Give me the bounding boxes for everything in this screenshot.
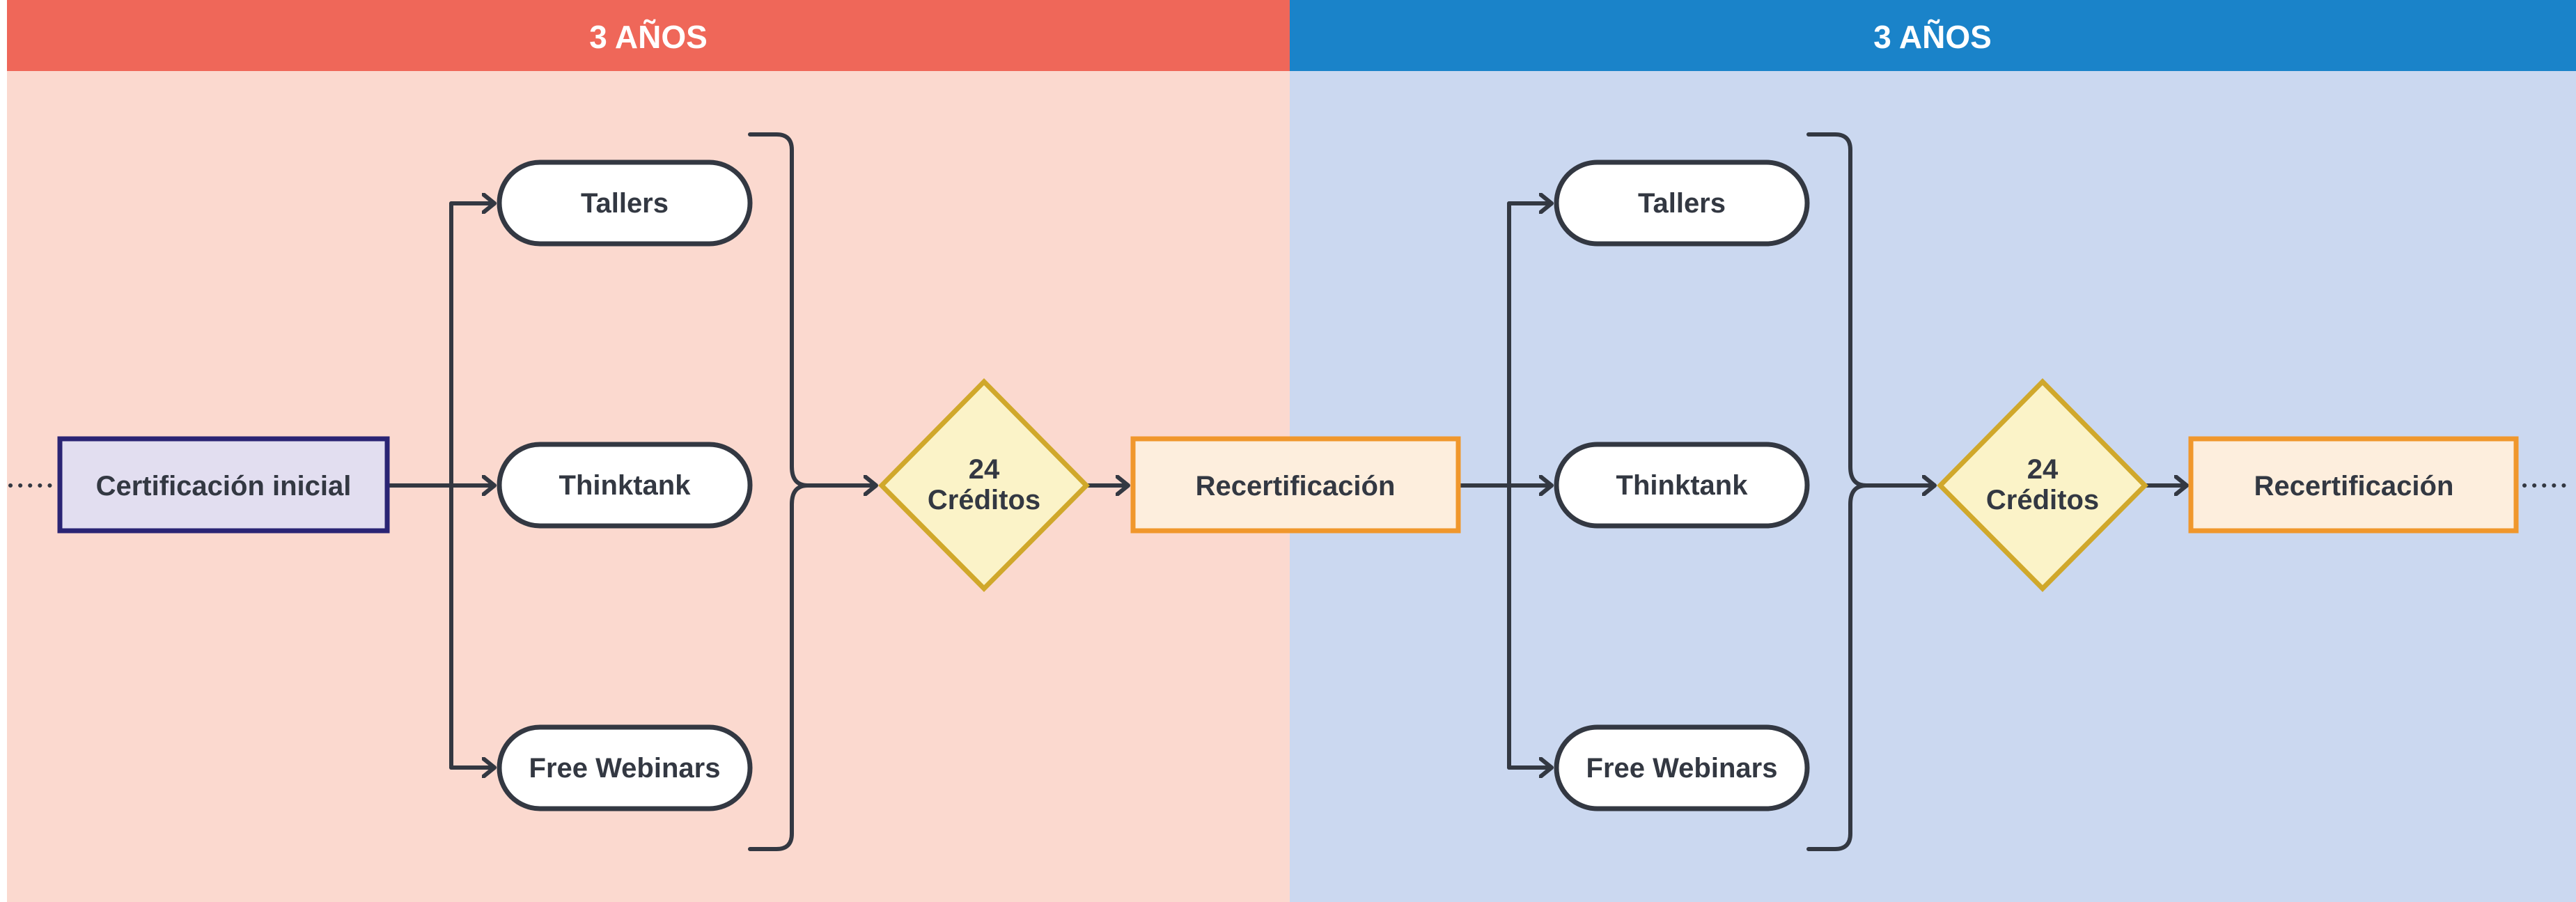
period-2-header-label: 3 AÑOS — [1873, 19, 1992, 55]
credits-unit: Créditos — [1986, 485, 2099, 515]
credits-number: 24 — [969, 454, 1000, 485]
credits-number: 24 — [2027, 454, 2059, 485]
activity-label: Free Webinars — [1586, 753, 1778, 784]
period-2-activity-free-webinars: Free Webinars — [1554, 724, 1810, 811]
period-1-recertificacion: Recertificación — [1130, 436, 1461, 534]
period-1-header: 3 AÑOS — [7, 0, 1290, 71]
recert-label: Recertificación — [1196, 471, 1396, 501]
period-2-activity-tallers: Tallers — [1554, 160, 1810, 247]
period-1-activity-free-webinars: Free Webinars — [497, 724, 753, 811]
period-1-activity-tallers: Tallers — [497, 160, 753, 247]
start-node-label: Certificación inicial — [96, 471, 352, 501]
recert-label: Recertificación — [2254, 471, 2454, 501]
start-node-certificacion-inicial: Certificación inicial — [57, 436, 390, 534]
activity-label: Thinktank — [559, 470, 692, 501]
period-1-connectors — [386, 132, 1554, 851]
period-2-credits-diamond: 24 Créditos — [1937, 378, 2148, 592]
activity-label: Tallers — [581, 188, 669, 219]
period-1-header-label: 3 AÑOS — [589, 19, 708, 55]
period-1-activity-thinktank: Thinktank — [497, 442, 753, 529]
period-2-activity-thinktank: Thinktank — [1554, 442, 1810, 529]
activity-label: Tallers — [1638, 188, 1726, 219]
credits-unit: Créditos — [928, 485, 1040, 515]
period-2-connectors — [1507, 132, 2189, 851]
period-2-recertificacion: Recertificación — [2188, 436, 2519, 534]
activity-label: Free Webinars — [529, 753, 721, 784]
period-1-credits-diamond: 24 Créditos — [878, 378, 1090, 592]
period-2-header: 3 AÑOS — [1290, 0, 2576, 71]
activity-label: Thinktank — [1616, 470, 1749, 501]
